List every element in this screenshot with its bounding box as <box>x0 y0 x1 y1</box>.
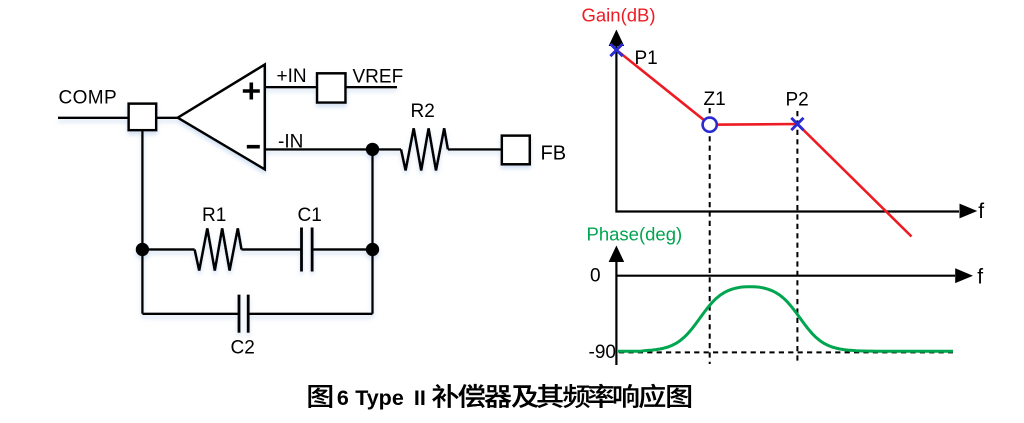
svg-text:P2: P2 <box>786 90 809 111</box>
svg-text:COMP: COMP <box>59 88 118 109</box>
svg-text:f: f <box>978 200 984 223</box>
svg-text:Gain(dB): Gain(dB) <box>582 5 656 26</box>
svg-text:6: 6 <box>337 386 349 410</box>
svg-text:R2: R2 <box>411 101 435 122</box>
svg-text:f: f <box>977 266 983 289</box>
svg-text:Phase(deg): Phase(deg) <box>587 224 683 245</box>
svg-text:P1: P1 <box>635 48 658 69</box>
svg-text:0: 0 <box>590 265 601 286</box>
svg-text:Type: Type <box>355 386 404 410</box>
svg-text:Z1: Z1 <box>704 89 726 110</box>
svg-text:VREF: VREF <box>353 67 404 88</box>
svg-text:+IN: +IN <box>277 66 307 87</box>
svg-text:C2: C2 <box>231 338 255 359</box>
svg-text:FB: FB <box>541 143 567 165</box>
svg-text:R1: R1 <box>202 205 226 226</box>
svg-text:C1: C1 <box>298 205 322 226</box>
svg-text:-IN: -IN <box>278 131 303 152</box>
svg-text:-90: -90 <box>589 342 616 363</box>
svg-text:II: II <box>414 386 426 410</box>
